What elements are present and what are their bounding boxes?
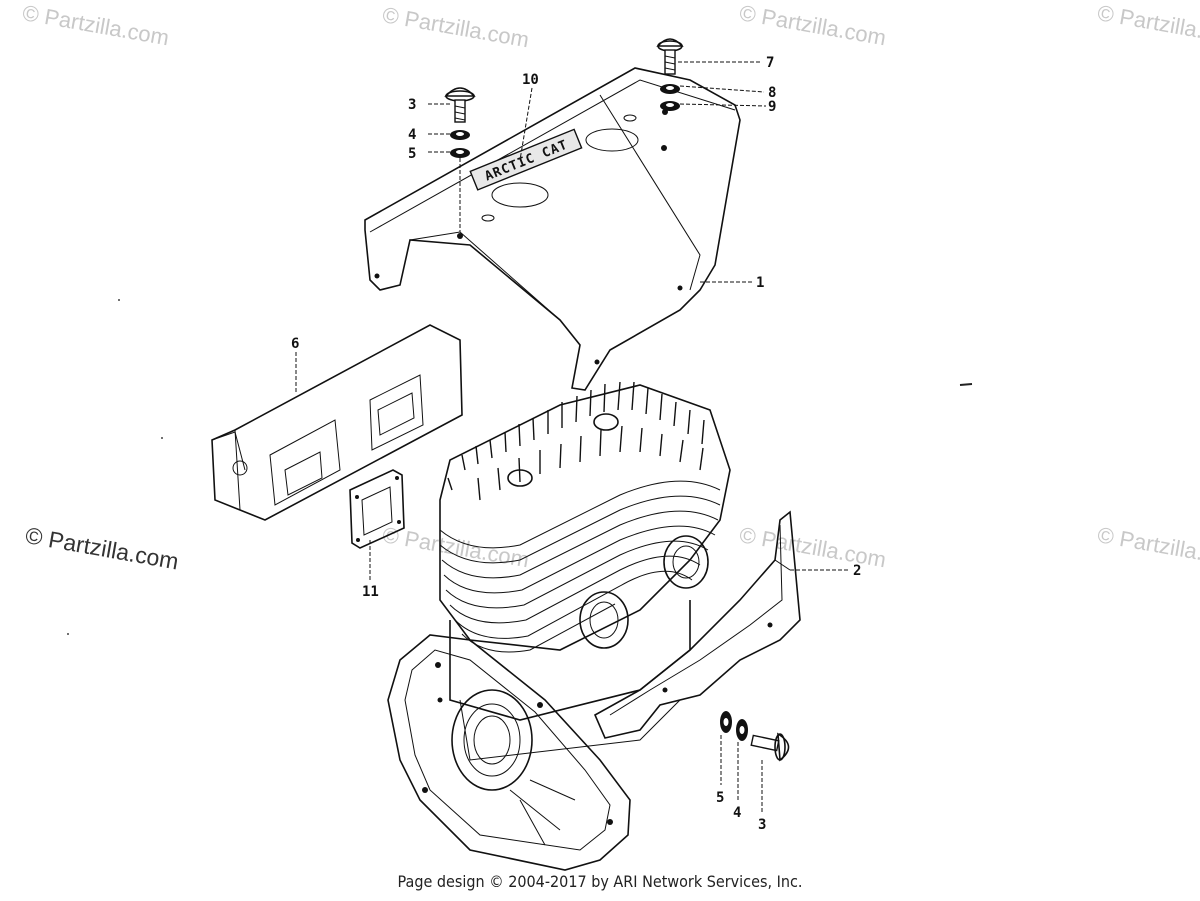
callout-6: 6	[291, 336, 299, 352]
callout-7: 7	[766, 55, 774, 71]
bolt-bottom[interactable]	[750, 732, 790, 762]
callout-4-top: 4	[408, 127, 416, 143]
callout-11: 11	[362, 584, 379, 600]
washer-bottom-5[interactable]	[720, 711, 732, 733]
scan-specks	[67, 299, 973, 635]
callout-3-top: 3	[408, 97, 416, 113]
washer-left-5[interactable]	[450, 148, 470, 158]
engine-cylinder-block[interactable]	[439, 381, 731, 761]
washer-right-8[interactable]	[660, 84, 680, 94]
gasket-part-11[interactable]	[349, 469, 405, 549]
bolt-right-top[interactable]	[656, 38, 684, 75]
leader-lines	[295, 61, 850, 812]
callouts: 1 2 3 4 5 6 7 8 9 10 11 5 4 3	[291, 55, 861, 833]
bolt-left-top[interactable]	[444, 87, 476, 123]
callout-9: 9	[768, 99, 776, 115]
callout-5-bottom: 5	[716, 790, 724, 806]
washer-right-9[interactable]	[660, 101, 680, 111]
washer-bottom-4[interactable]	[736, 719, 748, 741]
shroud-part-1[interactable]: ARCTIC CAT	[364, 67, 741, 391]
callout-4-bottom: 4	[733, 805, 741, 821]
exhaust-shroud-part-2[interactable]	[593, 510, 801, 739]
page-footer: Page design © 2004-2017 by ARI Network S…	[397, 872, 803, 891]
callout-8: 8	[768, 85, 776, 101]
callout-3-bottom: 3	[758, 817, 766, 833]
callout-5-top: 5	[408, 146, 416, 162]
side-panel-part-6[interactable]	[211, 324, 463, 521]
callout-1: 1	[756, 275, 764, 291]
crankcase-housing[interactable]	[387, 634, 631, 871]
callout-2: 2	[853, 563, 861, 579]
washer-left-4[interactable]	[450, 130, 470, 140]
callout-10: 10	[522, 72, 539, 88]
